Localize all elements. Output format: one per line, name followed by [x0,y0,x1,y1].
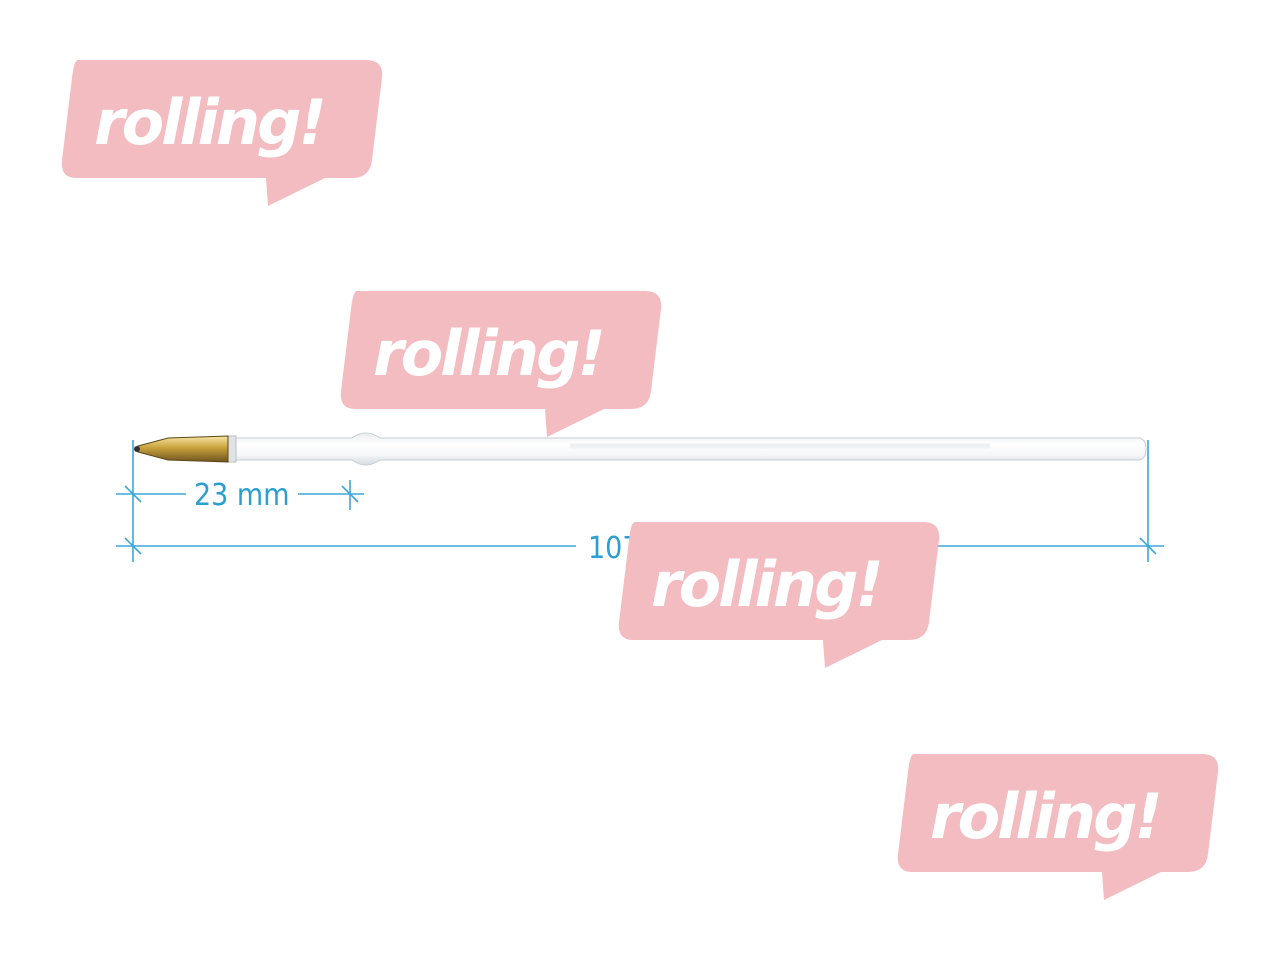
tick-tip-left [124,485,142,503]
refill [134,432,1147,466]
dimension-tip: 23 mm [116,440,364,562]
tick-tip-right [341,485,359,503]
watermark-text: rolling! [373,317,603,390]
refill-tip [137,435,229,463]
tip-length-label: 23 mm [194,478,290,513]
tick-total-right [1139,537,1157,555]
watermark-text: rolling! [651,548,881,621]
watermark-badge: rolling! [617,522,947,672]
refill-tube [231,432,1147,466]
watermark-badge: rolling! [339,291,669,441]
watermark-badge: rolling! [896,754,1226,904]
ball-point [134,446,140,452]
watermark-text: rolling! [930,780,1160,853]
tick-total-left [124,537,142,555]
watermark-text: rolling! [94,86,324,159]
watermark-badge: rolling! [60,60,390,210]
